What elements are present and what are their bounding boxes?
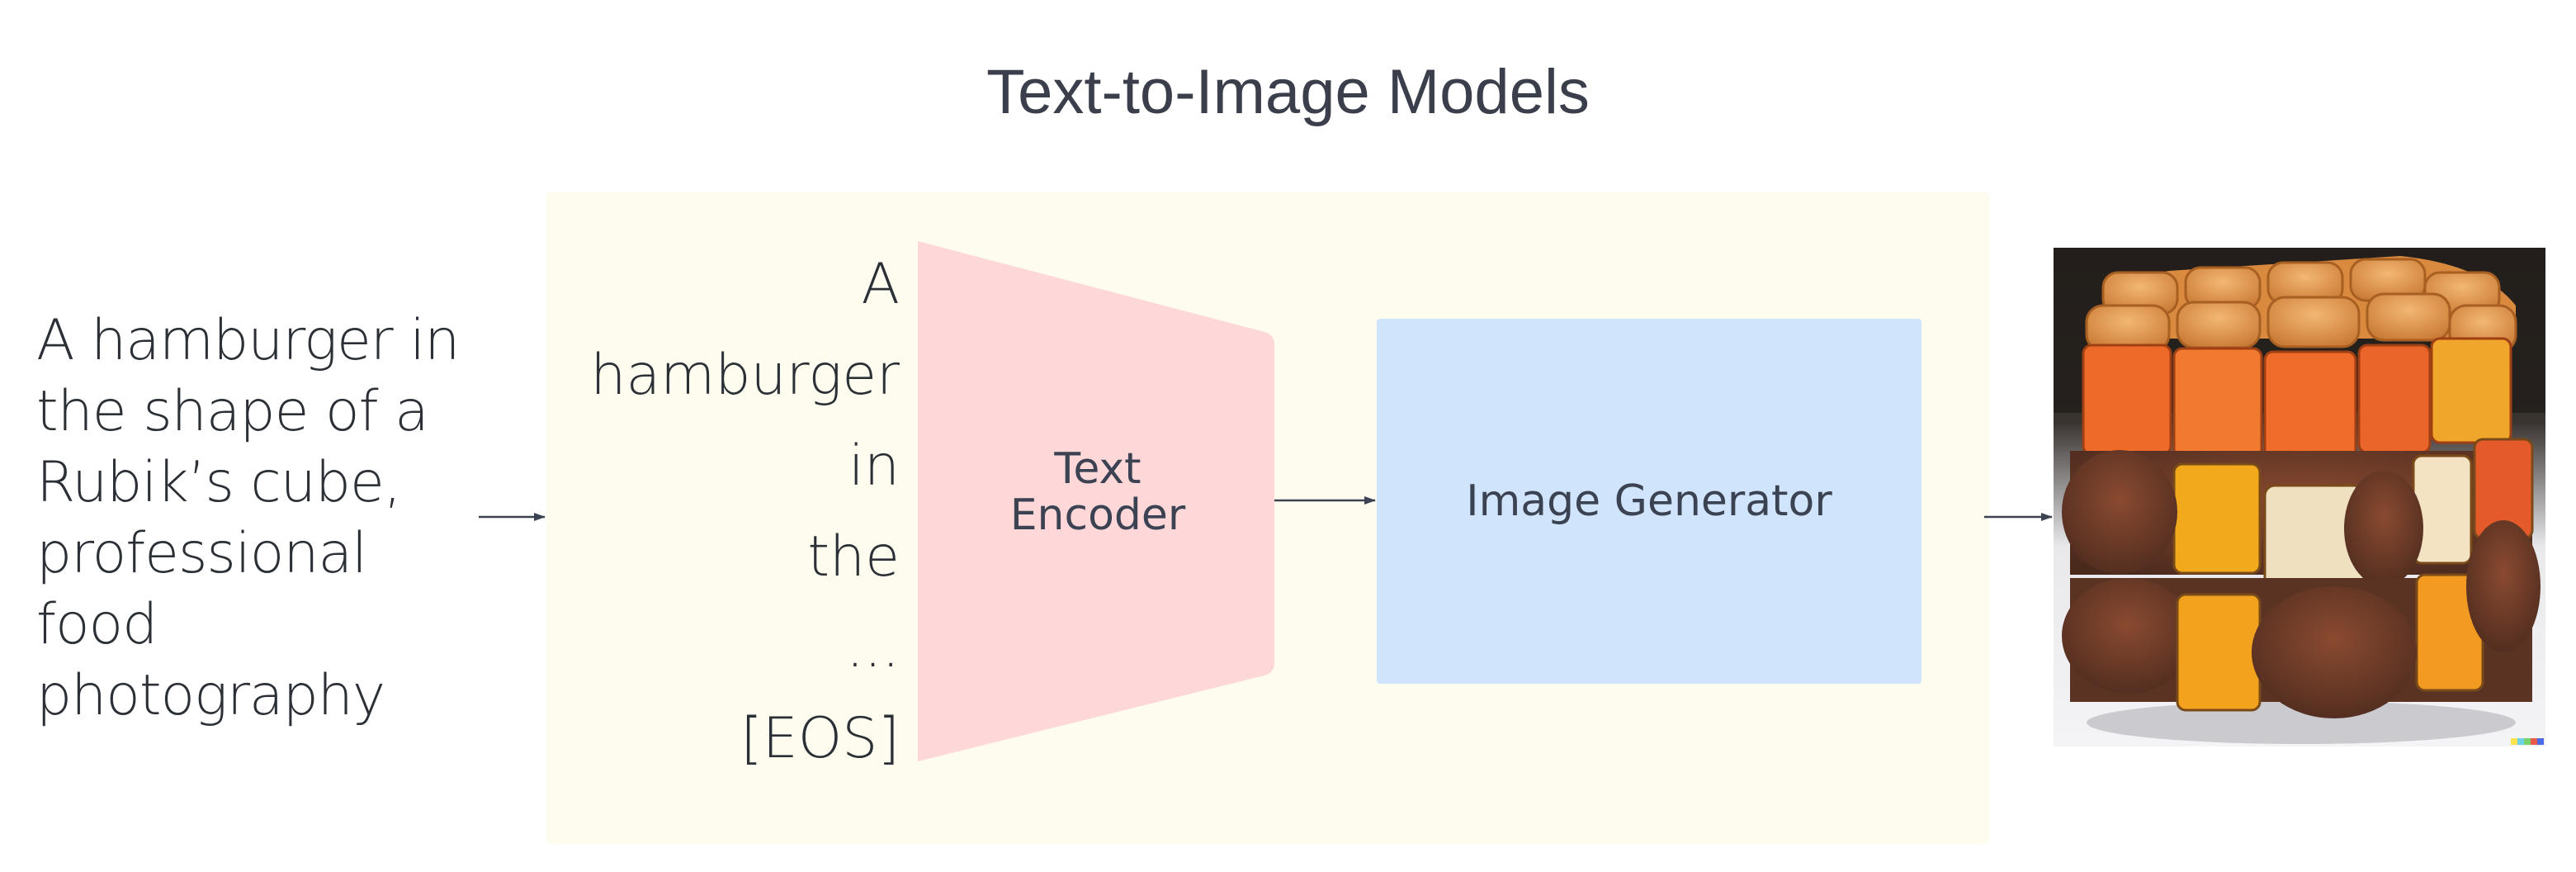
input-prompt-text: A hamburger in the shape of a Rubik’s cu… [36, 306, 499, 732]
text-encoder-label: Text Encoder [949, 446, 1246, 538]
token: A [861, 252, 900, 317]
token: hamburger [590, 343, 900, 408]
generated-hamburger-cube-image [2054, 248, 2545, 746]
token-list: A hamburger in the ... [EOS] [578, 239, 900, 784]
encoder-label-line1: Text [1054, 444, 1141, 494]
prompt-line: A hamburger in [36, 308, 460, 373]
prompt-line: professional [36, 521, 367, 586]
prompt-line: the shape of a [36, 379, 429, 444]
token: [EOS] [740, 706, 900, 771]
image-generator-label: Image Generator [1466, 476, 1832, 526]
token: ... [846, 615, 900, 680]
diagram-title: Text-to-Image Models [986, 57, 1590, 127]
image-generator-box: Image Generator [1377, 319, 1921, 684]
encoder-label-line2: Encoder [1009, 490, 1186, 540]
prompt-line: food [36, 592, 158, 657]
prompt-line: Rubik’s cube, [36, 450, 401, 515]
text-encoder-shape [918, 241, 1274, 761]
token: the [807, 524, 900, 590]
token: in [848, 434, 900, 499]
prompt-line: photography [36, 663, 385, 728]
